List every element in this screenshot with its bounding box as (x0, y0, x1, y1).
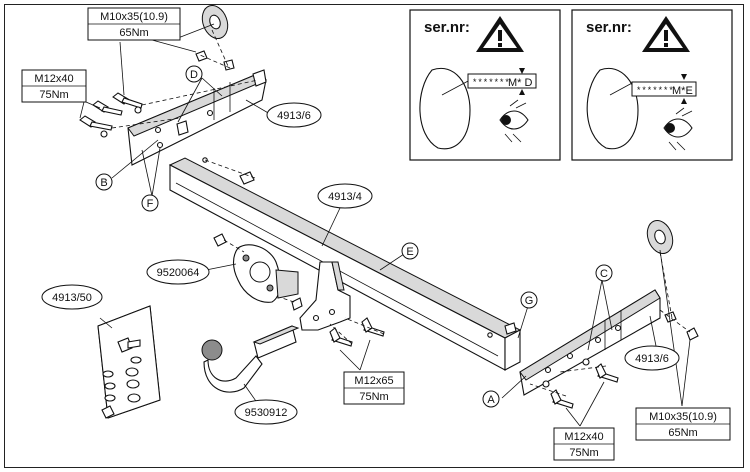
bolt-spec-bottom-torque: 75Nm (569, 447, 598, 459)
callout-letter: E (406, 246, 413, 258)
kit-bolt (117, 337, 141, 353)
callout-e: E (401, 242, 419, 260)
part-label-crossbar: 4913/4 (317, 183, 373, 209)
serial-heading: ser.nr: (586, 19, 632, 36)
bolt-spec-top-size: M10x35(10.9) (100, 11, 168, 23)
drawing-frame (4, 4, 744, 468)
support-bracket (299, 261, 351, 331)
part-label-tow-ball: 9530912 (234, 399, 298, 425)
right-bolts (504, 311, 699, 409)
bolt-spec-bottom-size: M12x40 (564, 431, 603, 443)
middle-bolts (329, 317, 385, 347)
callout-letter: D (190, 69, 198, 81)
part-number-text: 9530912 (245, 407, 288, 419)
part-number-text: 4913/4 (328, 191, 362, 203)
callout-letter: G (525, 295, 534, 307)
arrow-up-icon (681, 98, 687, 104)
callout-letter: F (147, 198, 154, 210)
part-label-fitting-kit: 4913/50 (41, 284, 103, 310)
warning-triangle-icon (642, 16, 690, 52)
part-label-bracket-right: 4913/6 (624, 345, 680, 371)
part-label-bracket-left: 4913/6 (266, 102, 322, 128)
serial-code-stars: ******* (472, 78, 510, 88)
eye-icon (663, 107, 693, 151)
eye-icon (499, 99, 529, 143)
warning-panel-d: ser.nr: ******* M* D (409, 9, 561, 161)
serial-code-suffix: M* D (508, 77, 533, 89)
warning-panel-e: ser.nr: ******* M*E (571, 9, 733, 161)
bolt-spec-bottom: M12x40 75Nm (553, 427, 615, 461)
callout-letter: C (600, 268, 608, 280)
left-washer-plate (201, 5, 229, 39)
left-upper-bolts (79, 50, 255, 185)
bolt-spec-right-size: M10x35(10.9) (649, 411, 717, 423)
bolt-spec-left-torque: 75Nm (39, 89, 68, 101)
serial-code-stars: ******* (636, 86, 674, 96)
bolt-spec-top-torque: 65Nm (119, 27, 148, 39)
callout-letter: B (100, 177, 107, 189)
fitting-kit (97, 305, 161, 419)
bolt-spec-middle-torque: 75Nm (359, 391, 388, 403)
part-number-text: 4913/50 (52, 292, 92, 304)
bolt-spec-top: M10x35(10.9) 65Nm (87, 7, 181, 41)
socket-plate (213, 233, 303, 311)
warning-triangle-icon (476, 16, 524, 52)
bolt-spec-middle: M12x65 75Nm (343, 371, 405, 405)
callout-c: C (595, 264, 613, 282)
serial-code-suffix: M*E (672, 85, 693, 97)
left-bracket (127, 69, 267, 166)
serial-heading: ser.nr: (424, 19, 470, 36)
bolt-spec-middle-size: M12x65 (354, 375, 393, 387)
callout-g: G (520, 291, 538, 309)
right-washer-plate (646, 220, 674, 254)
arrow-down-icon (681, 74, 687, 80)
part-number-text: 4913/6 (277, 110, 311, 122)
part-number-text: 9520064 (157, 267, 200, 279)
callout-a: A (482, 390, 500, 408)
right-bracket (519, 289, 661, 396)
bolt-spec-left-size: M12x40 (34, 73, 73, 85)
callout-letter: A (487, 394, 495, 406)
callout-d: D (185, 65, 203, 83)
part-number-text: 4913/6 (635, 353, 669, 365)
part-label-socket-plate: 9520064 (146, 259, 210, 285)
bolt-spec-left: M12x40 75Nm (21, 69, 87, 103)
arrow-up-icon (519, 89, 525, 95)
bolt-spec-right-torque: 65Nm (668, 427, 697, 439)
tow-ball (201, 325, 300, 393)
leader-lines (79, 23, 691, 427)
callout-b: B (95, 173, 113, 191)
arrow-down-icon (519, 68, 525, 74)
callout-f: F (141, 194, 159, 212)
bolt-spec-right: M10x35(10.9) 65Nm (635, 407, 731, 441)
